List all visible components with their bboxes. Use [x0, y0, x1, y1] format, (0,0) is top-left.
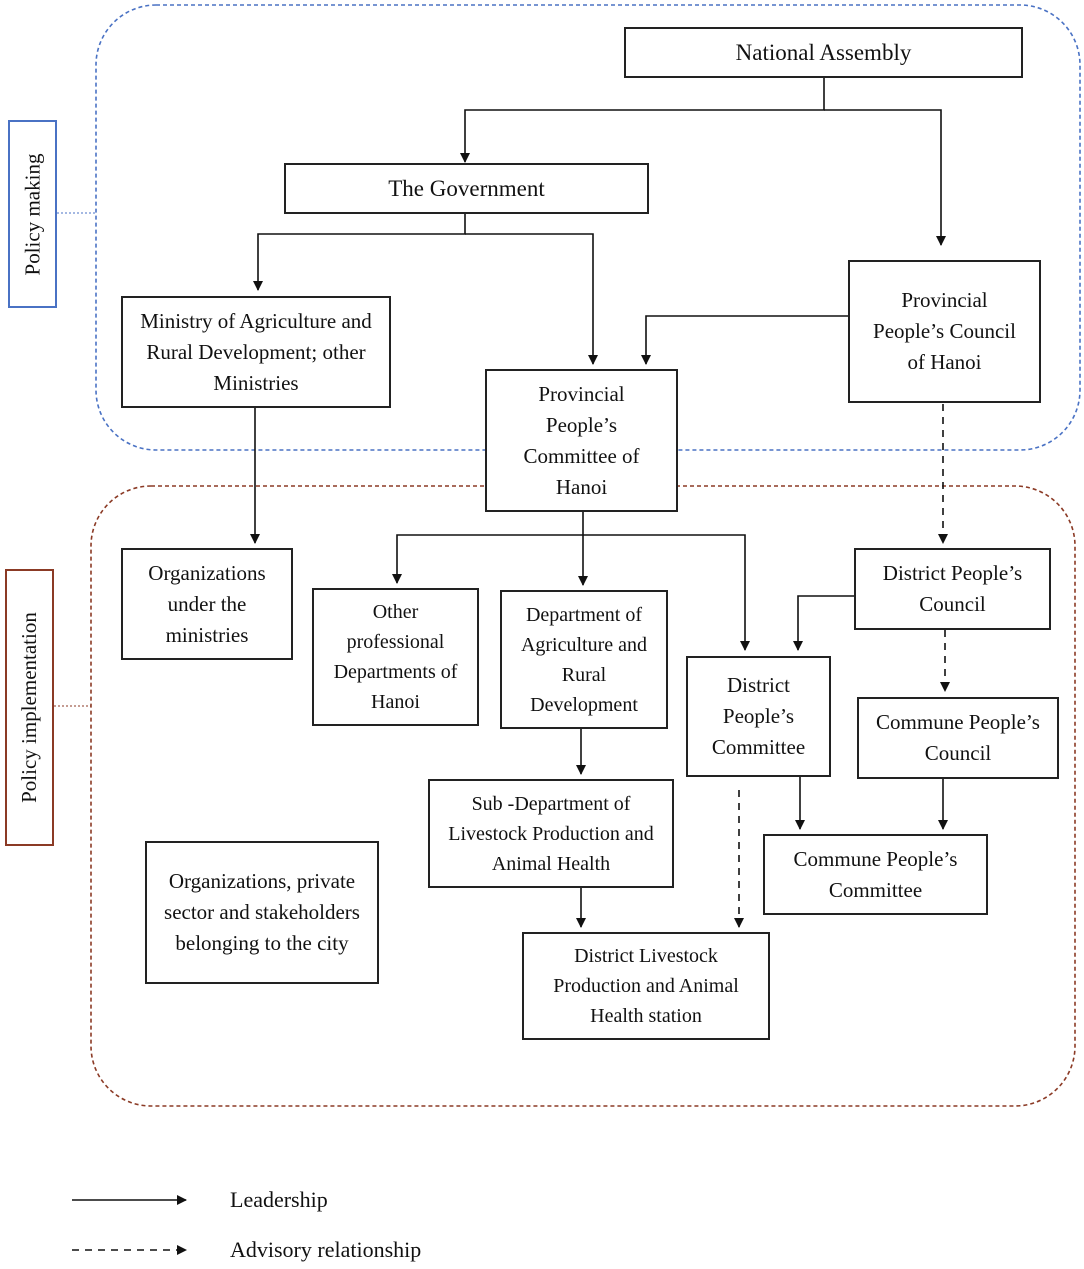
district-station-node: District Livestock Production and Animal…	[522, 932, 770, 1040]
policy-making-label: Policy making	[8, 120, 57, 308]
edge-committee-district-committee	[583, 534, 750, 651]
organizations-private-node: Organizations, private sector and stakeh…	[145, 841, 379, 984]
sub-department-node: Sub -Department of Livestock Production …	[428, 779, 674, 888]
edge-assembly-provincial-council	[824, 109, 946, 246]
ministry-node: Ministry of Agriculture and Rural Develo…	[121, 296, 391, 408]
commune-committee-node: Commune People’s Committee	[763, 834, 988, 915]
edge-district-council-committee	[793, 595, 855, 651]
government-node: The Government	[284, 163, 649, 214]
policy-implementation-region	[90, 485, 1076, 1107]
commune-council-node: Commune People’s Council	[857, 697, 1059, 779]
edge-council-committee	[641, 315, 849, 365]
provincial-committee-node: Provincial People’s Committee of Hanoi	[485, 369, 678, 512]
policy-implementation-label: Policy implementation	[5, 569, 54, 846]
national-assembly-node: National Assembly	[624, 27, 1023, 78]
provincial-council-node: Provincial People’s Council of Hanoi	[848, 260, 1041, 403]
legend-leadership-label: Leadership	[230, 1187, 328, 1212]
district-committee-node: District People’s Committee	[686, 656, 831, 777]
organizations-under-ministries-node: Organizations under the ministries	[121, 548, 293, 660]
district-council-node: District People’s Council	[854, 548, 1051, 630]
edge-committee-other-departments	[392, 512, 584, 584]
legend-advisory-label: Advisory relationship	[230, 1237, 422, 1262]
edge-assembly-government	[460, 78, 825, 163]
edge-government-ministry	[253, 214, 466, 291]
other-departments-node: Other professional Departments of Hanoi	[312, 588, 479, 726]
edge-government-provincial-committee	[465, 233, 598, 365]
department-agriculture-node: Department of Agriculture and Rural Deve…	[500, 590, 668, 729]
